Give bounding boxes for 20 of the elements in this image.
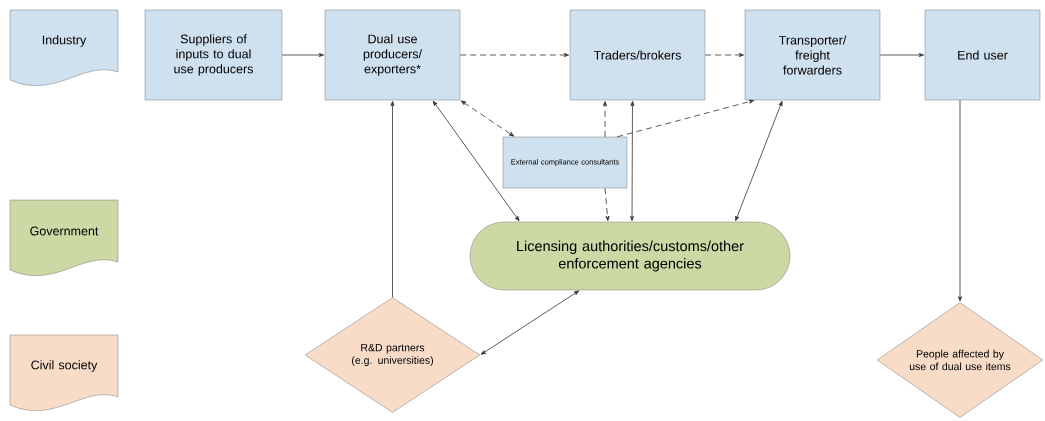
arrow xyxy=(879,53,924,57)
dashed-arrow xyxy=(460,100,515,137)
dashed-arrow xyxy=(704,53,744,57)
arrow xyxy=(735,100,783,222)
arrow xyxy=(480,290,580,355)
dashed-arrow xyxy=(604,187,610,222)
process-box: Transporter/ freight forwarders xyxy=(744,9,881,101)
dashed-arrow xyxy=(603,101,607,138)
arrow xyxy=(432,100,520,222)
arrow xyxy=(390,101,395,298)
process-box: Suppliers of inputs to dual use producers xyxy=(144,9,283,101)
process-box: End user xyxy=(924,9,1041,101)
rounded-box: Licensing authorities/customs/other enforcement agencies xyxy=(469,221,791,291)
arrow xyxy=(281,53,324,57)
arrow xyxy=(958,99,962,302)
dashed-arrow xyxy=(616,99,755,138)
process-box: Traders/brokers xyxy=(569,9,706,101)
arrow xyxy=(630,101,635,221)
process-box: Dual use producers/ exporters* xyxy=(324,9,461,101)
dashed-arrow xyxy=(459,53,569,57)
